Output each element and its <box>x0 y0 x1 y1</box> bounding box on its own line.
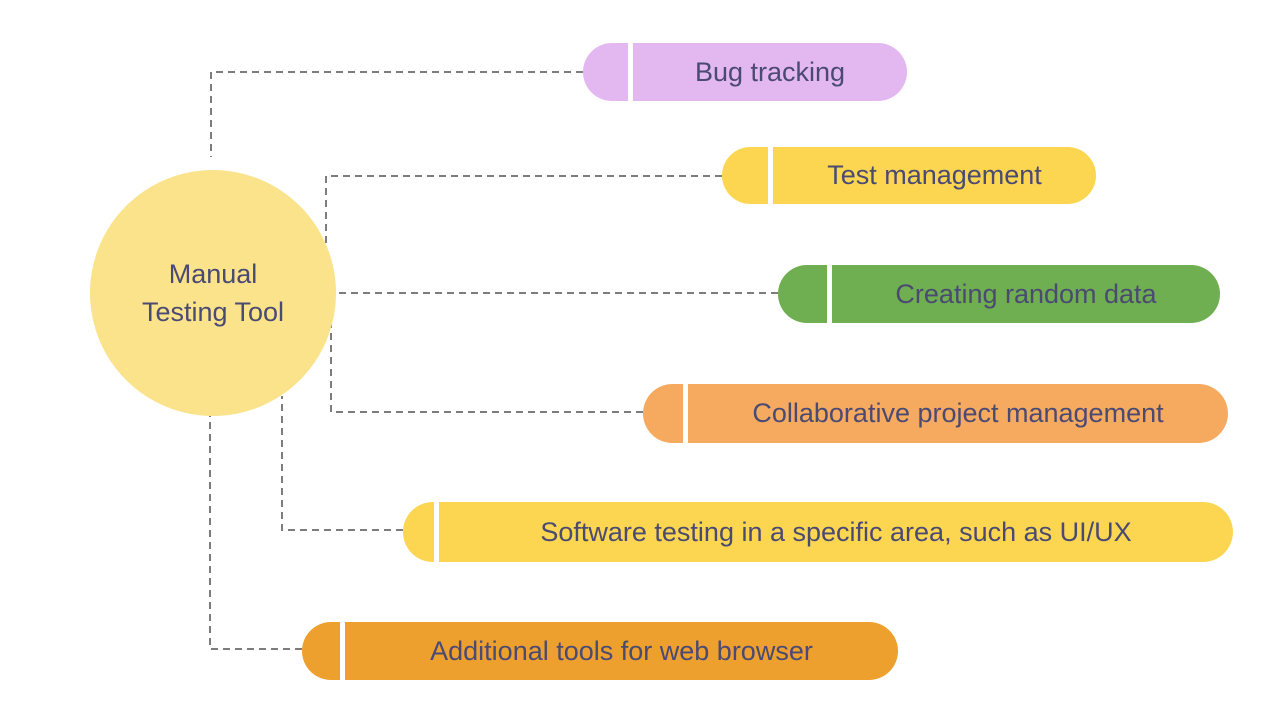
node-cap-divider <box>434 502 439 562</box>
node-bug-tracking[interactable]: Bug tracking <box>583 43 907 101</box>
node-label: Test management <box>827 160 1042 190</box>
node-cap-divider <box>768 147 773 204</box>
connector-test-management <box>325 175 722 247</box>
node-cap-divider <box>340 622 345 680</box>
node-cap-divider <box>827 265 832 323</box>
node-additional-tools-web-browser[interactable]: Additional tools for web browser <box>302 622 898 680</box>
node-label: Additional tools for web browser <box>430 635 813 666</box>
node-label: Collaborative project management <box>752 398 1164 428</box>
node-label: Software testing in a specific area, suc… <box>540 516 1132 547</box>
node-label: Creating random data <box>895 278 1157 309</box>
connector-collaborative-project-management <box>330 322 643 413</box>
node-collaborative-project-management[interactable]: Collaborative project management <box>643 384 1228 443</box>
connector-software-testing <box>281 396 403 531</box>
node-cap-divider <box>628 43 633 101</box>
node-label: Bug tracking <box>694 56 846 87</box>
connector-bug-tracking <box>210 71 583 157</box>
center-node-manual-testing-tool[interactable]: Manual Testing Tool <box>90 170 336 416</box>
node-cap-divider <box>683 384 688 443</box>
center-node-label: Manual Testing Tool <box>141 259 285 327</box>
node-creating-random-data[interactable]: Creating random data <box>778 265 1220 323</box>
node-software-testing-specific-area[interactable]: Software testing in a specific area, suc… <box>403 502 1233 562</box>
node-test-management[interactable]: Test management <box>722 147 1096 204</box>
connector-additional-tools <box>209 416 302 650</box>
